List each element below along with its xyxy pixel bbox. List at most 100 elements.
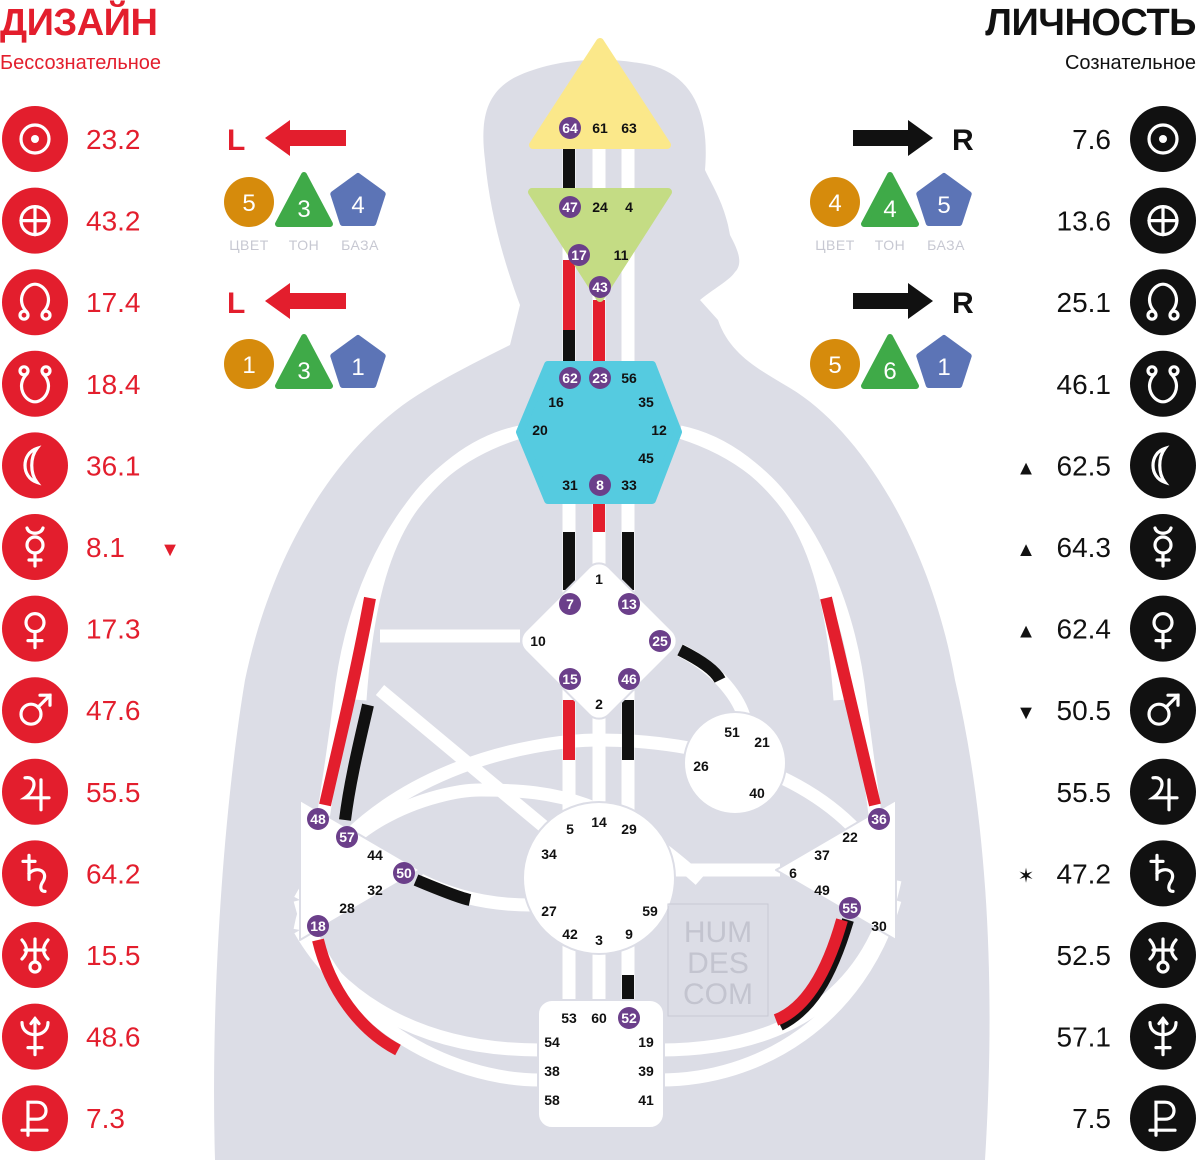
planet-value: 47.6 <box>86 695 141 726</box>
planet-marker: ▲ <box>1016 457 1036 479</box>
gate-marker <box>307 915 329 937</box>
watermark-line-2: DES <box>687 947 749 980</box>
gate-label: 46 <box>621 671 637 687</box>
design-planet-neptune: 48.6 <box>2 1003 141 1070</box>
planet-badge <box>1130 350 1196 417</box>
gate-label: 35 <box>638 394 654 410</box>
gate-32: 32 <box>367 882 383 898</box>
gate-label: 49 <box>814 882 830 898</box>
gate-label: 9 <box>625 926 633 942</box>
gate-50: 50 <box>393 862 415 884</box>
variable-label: БАЗА <box>341 237 379 253</box>
gate-label: 54 <box>544 1034 560 1050</box>
variable-label: ТОН <box>875 237 905 253</box>
gate-marker <box>618 593 640 615</box>
gate-10: 10 <box>530 633 546 649</box>
planet-badge <box>2 350 68 417</box>
gate-63: 63 <box>621 120 637 136</box>
variable-label: ТОН <box>289 237 319 253</box>
planet-value: 62.5 <box>1057 450 1112 481</box>
tone-triangle-icon <box>275 172 333 227</box>
design-planet-column: 23.243.217.418.436.18.1▼17.347.655.564.2… <box>2 106 180 1152</box>
tone-triangle-icon <box>275 334 333 389</box>
gate-marker <box>589 276 611 298</box>
gate-label: 19 <box>638 1034 654 1050</box>
gate-25: 25 <box>649 630 671 652</box>
color-circle-icon <box>810 339 860 389</box>
arrow-left-icon <box>265 283 346 319</box>
personality-planet-venus: 62.4▲ <box>1016 595 1196 662</box>
planet-value: 7.5 <box>1072 1103 1111 1134</box>
variable-value: 4 <box>828 190 841 217</box>
gate-label: 24 <box>592 199 608 215</box>
gate-label: 33 <box>621 477 637 493</box>
gate-30: 30 <box>871 918 887 934</box>
gate-label: 39 <box>638 1063 654 1079</box>
sun-icon <box>19 123 51 155</box>
gate-label: 23 <box>592 370 608 386</box>
gate-label: 22 <box>842 829 858 845</box>
planet-value: 48.6 <box>86 1022 141 1053</box>
arrow-letter: R <box>952 287 974 320</box>
gate-36: 36 <box>868 808 890 830</box>
gate-29: 29 <box>621 821 637 837</box>
variable-value: 3 <box>297 358 310 385</box>
design-planet-jupiter: 55.5 <box>2 758 141 825</box>
moon-icon <box>23 445 42 486</box>
gate-40: 40 <box>749 785 765 801</box>
gate-label: 47 <box>562 199 578 215</box>
personality-planet-mercury: 64.3▲ <box>1016 514 1196 580</box>
planet-value: 15.5 <box>86 940 141 971</box>
gate-label: 11 <box>614 247 629 263</box>
planet-badge <box>2 840 68 907</box>
venus-icon <box>24 611 46 650</box>
sun-icon <box>1147 123 1179 155</box>
gate-marker <box>393 862 415 884</box>
personality-planet-neptune: 57.1 <box>1057 1003 1196 1070</box>
arrow-right-icon <box>853 120 933 156</box>
arrow-right-icon <box>853 283 933 319</box>
ego-center <box>683 711 787 815</box>
design-planet-moon: 36.1 <box>2 432 141 499</box>
gate-24: 24 <box>592 199 608 215</box>
gate-28: 28 <box>339 900 355 916</box>
planet-value: 62.4 <box>1057 614 1112 645</box>
design-planet-mercury: 8.1▼ <box>2 514 180 580</box>
planet-badge <box>1130 269 1196 336</box>
personality-planet-sun: 7.6 <box>1072 106 1196 172</box>
gate-62: 62 <box>559 367 581 389</box>
gate-marker <box>589 367 611 389</box>
color-circle-icon <box>224 177 274 227</box>
gate-17: 17 <box>568 244 590 266</box>
variable-label: БАЗА <box>927 237 965 253</box>
gate-49: 49 <box>814 882 830 898</box>
spleen-center <box>299 799 421 941</box>
variable-value: 5 <box>937 192 950 219</box>
planet-marker: ✶ <box>1018 865 1035 887</box>
planet-badge <box>1130 595 1196 662</box>
pluto-icon <box>20 1100 49 1137</box>
watermark-line-1: HUM <box>684 916 752 949</box>
gate-label: 12 <box>651 422 667 438</box>
gate-58: 58 <box>544 1092 560 1108</box>
gate-marker <box>307 808 329 830</box>
ajna-center <box>528 188 672 302</box>
gate-59: 59 <box>642 903 658 919</box>
planet-value: 23.2 <box>86 124 141 155</box>
design-title: ДИЗАЙН <box>0 2 158 44</box>
gate-12: 12 <box>651 422 667 438</box>
design-planet-mars: 47.6 <box>2 677 141 744</box>
personality-subtitle: Сознательное <box>1064 52 1196 74</box>
planet-value: 50.5 <box>1057 695 1112 726</box>
personality-planet-earth: 13.6 <box>1057 187 1196 254</box>
solar-plexus-center <box>775 799 897 941</box>
gate-22: 22 <box>842 829 858 845</box>
base-pentagon-icon <box>916 335 972 388</box>
arrow-letter: R <box>952 124 974 157</box>
gate-33: 33 <box>621 477 637 493</box>
gate-27: 27 <box>541 903 557 919</box>
gate-label: 32 <box>367 882 383 898</box>
gate-1: 1 <box>595 571 603 587</box>
